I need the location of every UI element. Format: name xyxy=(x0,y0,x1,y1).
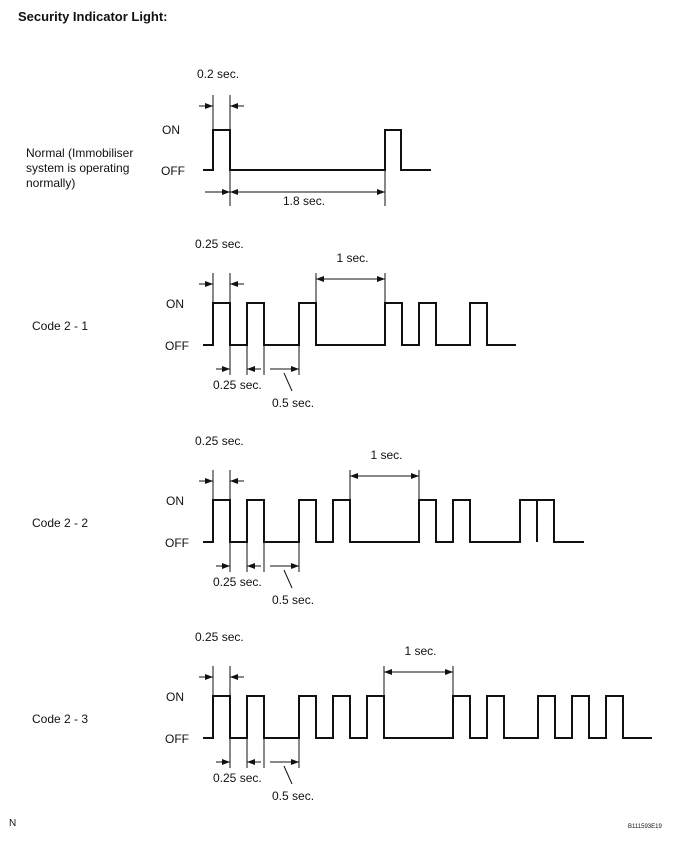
code-2-1-off-gap-left-arrowhead xyxy=(222,366,230,372)
code-2-3-off-label: OFF xyxy=(165,732,189,746)
code-2-3-long-pause-right-arrowhead xyxy=(445,669,453,675)
code-2-2-off-gap-right-arrowhead xyxy=(247,563,255,569)
code-2-1-short-pause-label: 0.5 sec. xyxy=(272,396,314,410)
normal-off-label: OFF xyxy=(161,164,185,178)
normal-pulse-width-right-arrowhead xyxy=(230,103,238,109)
code-2-1-short-pause-arrowhead xyxy=(291,366,299,372)
code-2-1-long-pause-label: 1 sec. xyxy=(336,251,368,265)
code-2-2-off-gap-left-arrowhead xyxy=(222,563,230,569)
code-2-2-pulse-width-left-arrowhead xyxy=(205,478,213,484)
code-2-3-short-pause-arrowhead xyxy=(291,759,299,765)
code-2-3-waveform xyxy=(203,695,652,739)
code-2-2-long-pause-right-arrowhead xyxy=(411,473,419,479)
code-2-1-pulse-width-right-arrowhead xyxy=(230,281,238,287)
code-2-1-long-pause-right-arrowhead xyxy=(377,276,385,282)
normal-on-label: ON xyxy=(162,123,180,137)
code-2-3-off-gap-label: 0.25 sec. xyxy=(213,771,262,785)
normal-waveform xyxy=(203,129,431,171)
code-2-2-off-gap-label: 0.25 sec. xyxy=(213,575,262,589)
normal-period-right-arrowhead xyxy=(377,189,385,195)
code-2-2-long-pause-label: 1 sec. xyxy=(370,448,402,462)
code-2-3-pulse-width-right-arrowhead xyxy=(230,674,238,680)
code-2-1-off-gap-label: 0.25 sec. xyxy=(213,378,262,392)
code-2-3-pulse-width-label: 0.25 sec. xyxy=(195,630,244,644)
code-2-3-off-gap-left-arrowhead xyxy=(222,759,230,765)
code-2-1-off-gap-right-arrowhead xyxy=(247,366,255,372)
code-2-3-off-gap-right-arrowhead xyxy=(247,759,255,765)
code-2-2-on-label: ON xyxy=(166,494,184,508)
code-2-2-waveform xyxy=(203,499,584,543)
code-2-2-long-pause-left-arrowhead xyxy=(350,473,358,479)
normal-label: Normal (Immobiliser xyxy=(26,146,133,160)
normal-period-left-arrowhead xyxy=(222,189,230,195)
code-2-2-pulse-width-right-arrowhead xyxy=(230,478,238,484)
code-2-2-pulse-width-label: 0.25 sec. xyxy=(195,434,244,448)
code-2-2-short-pause-arrowhead xyxy=(291,563,299,569)
corner-mark: N xyxy=(9,818,17,829)
code-2-3-long-pause-label: 1 sec. xyxy=(404,644,436,658)
code-2-2-off-label: OFF xyxy=(165,536,189,550)
code-2-1-label: Code 2 - 1 xyxy=(32,319,88,333)
normal-period-left-arrowhead xyxy=(230,189,238,195)
normal-label: normally) xyxy=(26,176,75,190)
code-2-3-pulse-width-left-arrowhead xyxy=(205,674,213,680)
code-2-1-off-label: OFF xyxy=(165,339,189,353)
code-2-3-short-pause-label: 0.5 sec. xyxy=(272,789,314,803)
page-title: Security Indicator Light: xyxy=(18,9,168,24)
code-2-2-short-pause-leader xyxy=(283,569,293,589)
normal-pulse-width-label: 0.2 sec. xyxy=(197,67,239,81)
code-2-1-pulse-width-left-arrowhead xyxy=(205,281,213,287)
code-2-1-pulse-width-label: 0.25 sec. xyxy=(195,237,244,251)
code-2-1-long-pause-left-arrowhead xyxy=(316,276,324,282)
code-2-1-short-pause-leader xyxy=(283,372,293,392)
code-2-3-on-label: ON xyxy=(166,690,184,704)
code-2-3-short-pause-leader xyxy=(283,765,293,785)
normal-pulse-width-left-arrowhead xyxy=(205,103,213,109)
code-2-3-long-pause-left-arrowhead xyxy=(384,669,392,675)
code-2-2-label: Code 2 - 2 xyxy=(32,516,88,530)
normal-period-label: 1.8 sec. xyxy=(283,194,325,208)
figure-code: B111593E19 xyxy=(628,824,662,830)
normal-label: system is operating xyxy=(26,161,129,175)
code-2-3-label: Code 2 - 3 xyxy=(32,712,88,726)
code-2-1-on-label: ON xyxy=(166,297,184,311)
code-2-1-waveform xyxy=(203,302,516,346)
code-2-2-short-pause-label: 0.5 sec. xyxy=(272,593,314,607)
